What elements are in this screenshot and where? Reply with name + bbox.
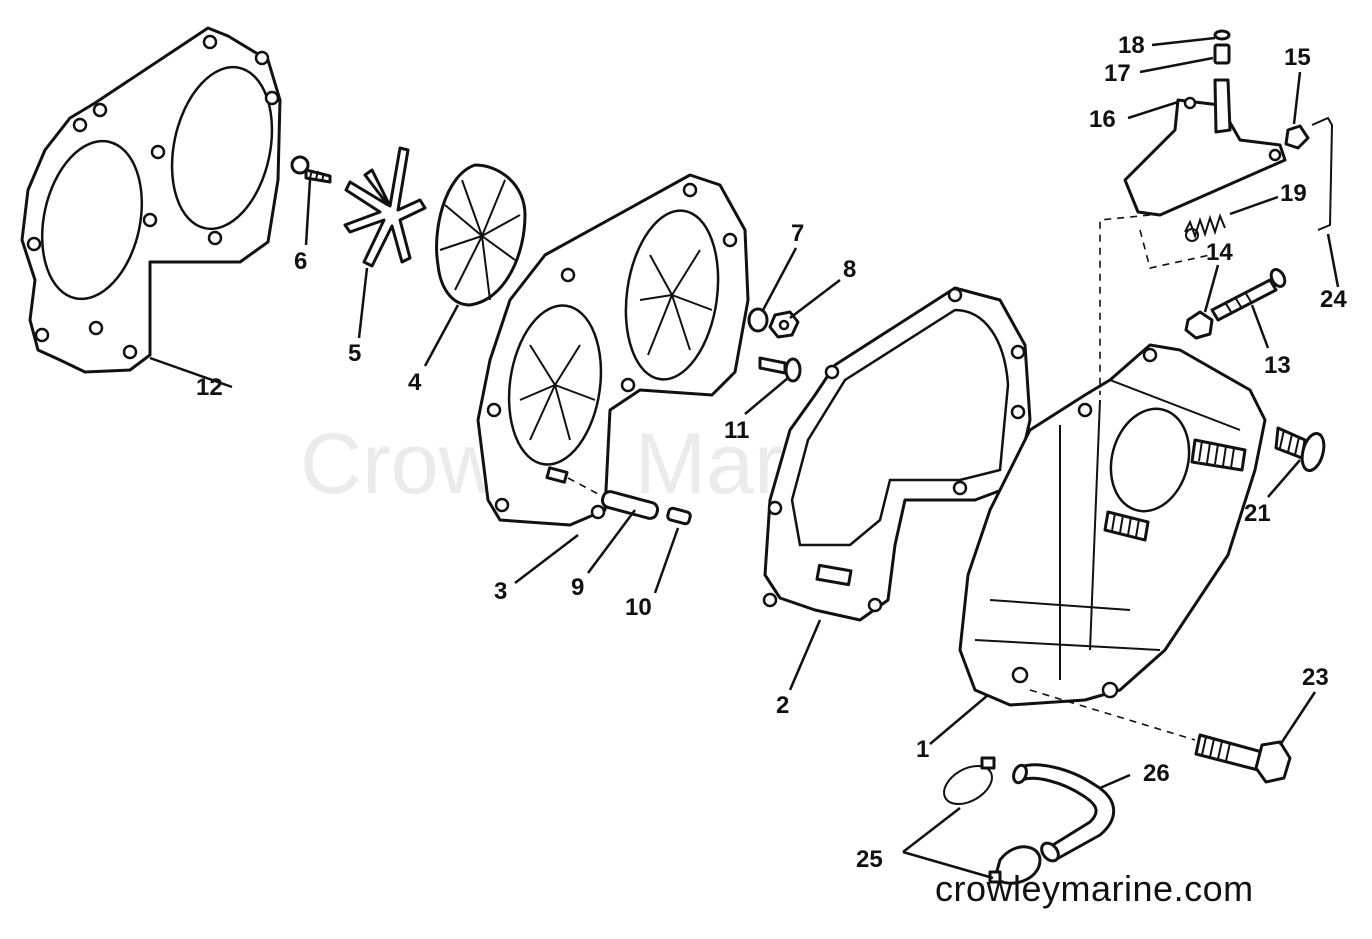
part-7-lockwasher: [747, 307, 769, 333]
part-11-screw: [758, 356, 802, 383]
part-25-clamp-upper: [943, 756, 996, 805]
callout-5: 5: [348, 340, 362, 367]
callout-11: 11: [724, 417, 750, 444]
part-5-reed-star: [343, 146, 427, 268]
callout-19: 19: [1280, 180, 1307, 207]
callout-7: 7: [791, 220, 805, 247]
callout-8: 8: [843, 256, 857, 283]
callout-6: 6: [294, 248, 308, 275]
callout-24: 24: [1320, 286, 1347, 313]
callout-12: 12: [196, 374, 223, 401]
callout-17: 17: [1104, 60, 1131, 87]
part-23-bolt: [1194, 733, 1292, 784]
part-4-valve-disc: [435, 163, 527, 307]
callout-10: 10: [625, 594, 652, 621]
part-13-screw: [1210, 268, 1287, 322]
part-16-lever: [1123, 78, 1287, 217]
part-6-screw: [290, 155, 332, 184]
callout-9: 9: [571, 574, 585, 601]
part-1-bracket-housing: [958, 343, 1267, 707]
part-17-sleeve: [1213, 43, 1231, 65]
part-26-hose: [1012, 763, 1116, 863]
part-2-gasket: [762, 286, 1032, 622]
part-21-screw: [1274, 426, 1326, 473]
leader-lines: [149, 36, 1340, 880]
part-9-pin: [600, 490, 660, 520]
part-19-spring: [1184, 213, 1226, 242]
part-18-washer: [1213, 29, 1231, 41]
part-12-gasket: [20, 26, 282, 374]
part-14-nut: [1184, 310, 1214, 340]
part-24-link-rod: [1311, 116, 1334, 231]
callout-1: 1: [916, 736, 930, 763]
callout-4: 4: [408, 369, 422, 396]
callout-25: 25: [856, 846, 883, 873]
site-url-text: crowleymarine.com: [935, 868, 1254, 909]
callout-15: 15: [1284, 44, 1311, 71]
callout-21: 21: [1244, 500, 1271, 527]
callout-3: 3: [494, 578, 508, 605]
callout-26: 26: [1143, 760, 1170, 787]
part-10-screw: [666, 506, 692, 526]
callout-18: 18: [1118, 32, 1145, 59]
part-15-fitting: [1284, 124, 1310, 150]
callout-13: 13: [1264, 352, 1291, 379]
callout-2: 2: [776, 692, 790, 719]
callout-23: 23: [1302, 664, 1329, 691]
callout-16: 16: [1089, 106, 1116, 133]
callout-14: 14: [1206, 239, 1233, 266]
part-3-pump-body: [476, 173, 750, 527]
